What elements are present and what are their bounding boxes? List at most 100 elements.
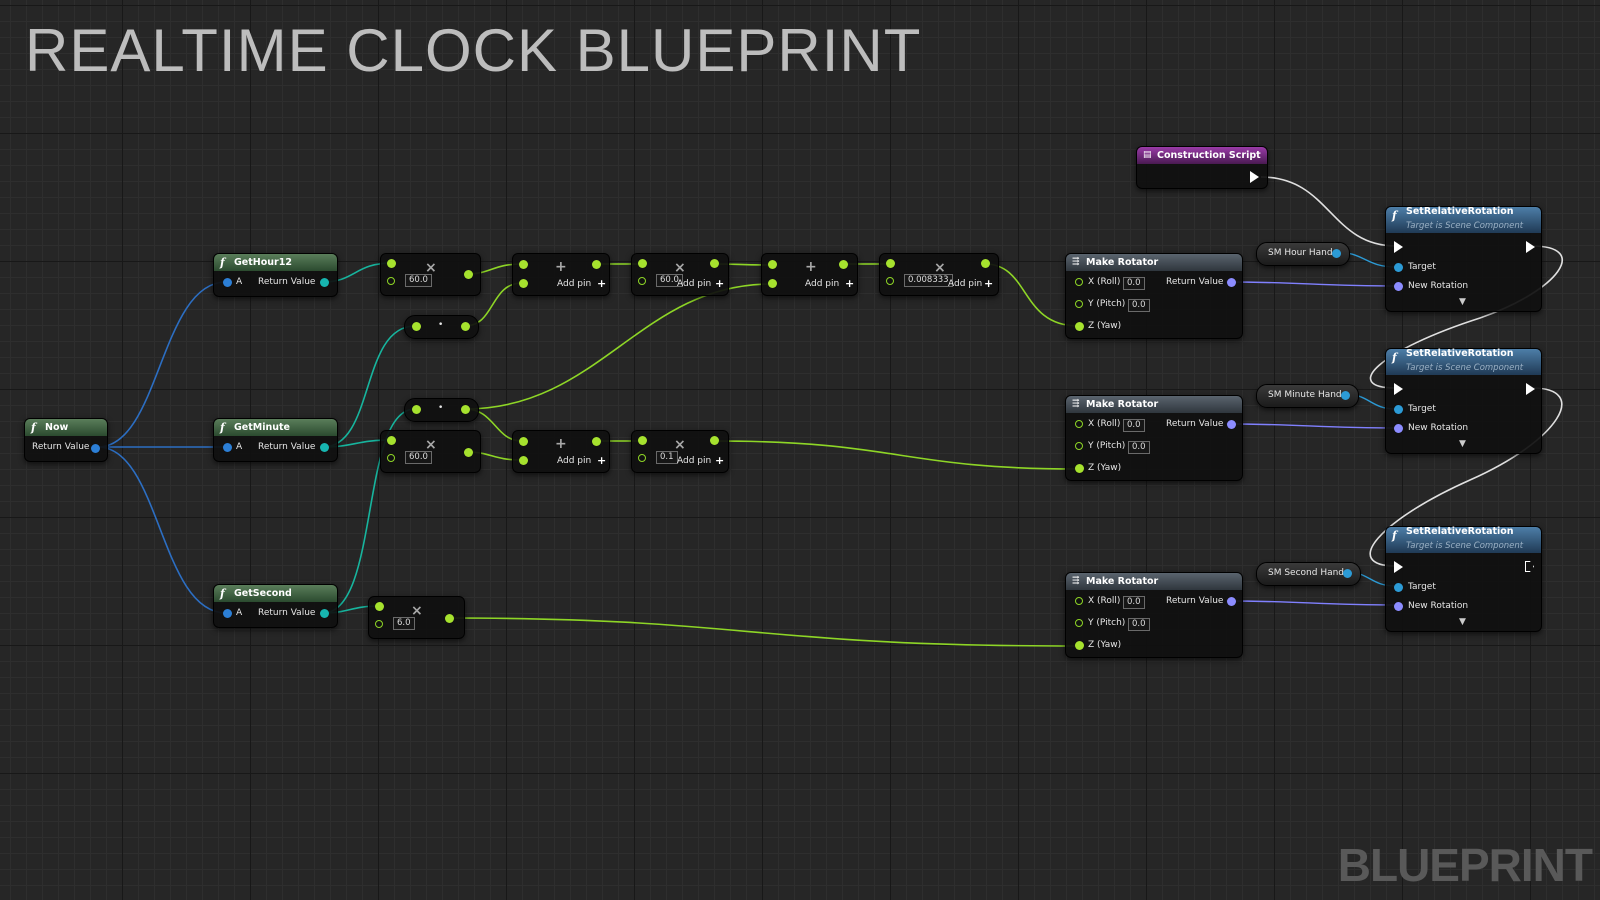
pin-set1-new-rotation[interactable]: [1394, 282, 1403, 291]
add-pin-label[interactable]: Add pin: [677, 456, 712, 466]
input-mulB-value[interactable]: 60.0: [656, 274, 683, 287]
pin-rot2-z[interactable]: [1075, 464, 1084, 473]
pin-set3-target[interactable]: [1394, 583, 1403, 592]
pin-rot2-y[interactable]: [1075, 442, 1083, 450]
pin-mulF-in-a[interactable]: [375, 602, 384, 611]
input-mulF-value[interactable]: 6.0: [393, 617, 415, 630]
add-pin-label[interactable]: Add pin: [805, 279, 840, 289]
node-add-minute-second[interactable]: + Add pin +: [512, 430, 610, 473]
node-construction-script[interactable]: ▤Construction Script: [1136, 146, 1268, 189]
input-rot3-x[interactable]: 0.0: [1123, 596, 1145, 609]
pin-mulC-in-a[interactable]: [886, 259, 895, 268]
var-sm-hour-hand[interactable]: SM Hour Hand: [1256, 242, 1350, 266]
var-sm-second-hand[interactable]: SM Second Hand: [1256, 562, 1361, 586]
input-mulC-value[interactable]: 0.008333: [904, 274, 953, 287]
input-mulD-value[interactable]: 60.0: [405, 451, 432, 464]
input-rot2-x[interactable]: 0.0: [1123, 419, 1145, 432]
exec-out-pin[interactable]: [1250, 171, 1259, 183]
pin-mulD-out[interactable]: [464, 448, 473, 457]
pin-rot1-y[interactable]: [1075, 300, 1083, 308]
pin-rot3-x[interactable]: [1075, 597, 1083, 605]
pin-rot1-x[interactable]: [1075, 278, 1083, 286]
pin-mulB-out[interactable]: [710, 259, 719, 268]
expand-arrow-icon[interactable]: ▼: [1459, 439, 1466, 449]
pin-second-a[interactable]: [223, 609, 232, 618]
input-rot3-y[interactable]: 0.0: [1128, 618, 1150, 631]
expand-arrow-icon[interactable]: ▼: [1459, 297, 1466, 307]
pin-rerouteA-out[interactable]: [461, 322, 470, 331]
add-pin-plus-icon[interactable]: +: [597, 454, 607, 467]
pin-addC-out[interactable]: [592, 437, 601, 446]
add-pin-plus-icon[interactable]: +: [845, 277, 855, 290]
input-rot2-y[interactable]: 0.0: [1128, 441, 1150, 454]
pin-set2-target[interactable]: [1394, 405, 1403, 414]
pin-mulA-in-b[interactable]: [387, 277, 395, 285]
exec-out-pin[interactable]: [1526, 383, 1535, 395]
var-sm-minute-hand[interactable]: SM Minute Hand: [1256, 384, 1359, 408]
pin-mulD-in-a[interactable]: [387, 436, 396, 445]
pin-mulF-out[interactable]: [445, 614, 454, 623]
pin-hour-a[interactable]: [223, 278, 232, 287]
node-reroute-minute[interactable]: •: [404, 315, 479, 339]
expand-arrow-icon[interactable]: ▼: [1459, 617, 1466, 627]
pin-mulE-in-a[interactable]: [638, 436, 647, 445]
pin-var3-out[interactable]: [1343, 569, 1352, 578]
node-reroute-second[interactable]: •: [404, 398, 479, 422]
pin-mulF-in-b[interactable]: [375, 620, 383, 628]
add-pin-plus-icon[interactable]: +: [597, 277, 607, 290]
node-multiply-0-1[interactable]: × 0.1 Add pin +: [631, 430, 729, 473]
add-pin-plus-icon[interactable]: +: [715, 454, 725, 467]
input-rot1-y[interactable]: 0.0: [1128, 299, 1150, 312]
pin-mulB-in-a[interactable]: [638, 259, 647, 268]
exec-in-pin[interactable]: [1394, 561, 1403, 573]
add-pin-label[interactable]: Add pin: [677, 279, 712, 289]
pin-mulA-in-a[interactable]: [387, 259, 396, 268]
pin-addC-in-b[interactable]: [519, 456, 528, 465]
pin-rot3-y[interactable]: [1075, 619, 1083, 627]
pin-set2-new-rotation[interactable]: [1394, 424, 1403, 433]
pin-addB-in-a[interactable]: [768, 260, 777, 269]
pin-hour-return[interactable]: [320, 278, 329, 287]
add-pin-label[interactable]: Add pin: [948, 279, 983, 289]
pin-rerouteA-in[interactable]: [412, 322, 421, 331]
pin-mulC-in-b[interactable]: [886, 277, 894, 285]
pin-rot1-return[interactable]: [1227, 278, 1236, 287]
node-multiply-minute[interactable]: × 60.0: [380, 430, 481, 473]
node-multiply-60[interactable]: × 60.0 Add pin +: [631, 253, 729, 296]
pin-set1-target[interactable]: [1394, 263, 1403, 272]
input-mulE-value[interactable]: 0.1: [656, 451, 678, 464]
add-pin-label[interactable]: Add pin: [557, 279, 592, 289]
node-make-rotator-second[interactable]: ⇶Make Rotator X (Roll) 0.0 Return Value …: [1065, 572, 1243, 658]
node-multiply-second[interactable]: × 6.0: [368, 596, 465, 639]
pin-mulD-in-b[interactable]: [387, 454, 395, 462]
exec-in-pin[interactable]: [1394, 241, 1403, 253]
pin-rerouteB-in[interactable]: [412, 405, 421, 414]
pin-mulB-in-b[interactable]: [638, 277, 646, 285]
pin-mulA-out[interactable]: [464, 270, 473, 279]
node-multiply-hour[interactable]: × 60.0: [380, 253, 481, 296]
pin-addC-in-a[interactable]: [519, 437, 528, 446]
exec-out-pin-unconnected[interactable]: [1525, 561, 1534, 572]
pin-mulC-out[interactable]: [981, 259, 990, 268]
pin-var2-out[interactable]: [1341, 391, 1350, 400]
node-multiply-degrees[interactable]: × 0.008333 Add pin +: [879, 253, 999, 296]
pin-rot2-return[interactable]: [1227, 420, 1236, 429]
node-make-rotator-minute[interactable]: ⇶Make Rotator X (Roll) 0.0 Return Value …: [1065, 395, 1243, 481]
input-rot1-x[interactable]: 0.0: [1123, 277, 1145, 290]
pin-now-return[interactable]: [91, 444, 100, 453]
pin-rot3-z[interactable]: [1075, 641, 1084, 650]
pin-addB-in-b[interactable]: [768, 279, 777, 288]
pin-var1-out[interactable]: [1332, 249, 1341, 258]
pin-addA-in-b[interactable]: [519, 279, 528, 288]
add-pin-plus-icon[interactable]: +: [715, 277, 725, 290]
pin-addA-out[interactable]: [592, 260, 601, 269]
pin-rot2-x[interactable]: [1075, 420, 1083, 428]
pin-mulE-in-b[interactable]: [638, 454, 646, 462]
node-add-hour-minute[interactable]: + Add pin +: [512, 253, 610, 296]
node-make-rotator-hour[interactable]: ⇶Make Rotator X (Roll) 0.0 Return Value …: [1065, 253, 1243, 339]
